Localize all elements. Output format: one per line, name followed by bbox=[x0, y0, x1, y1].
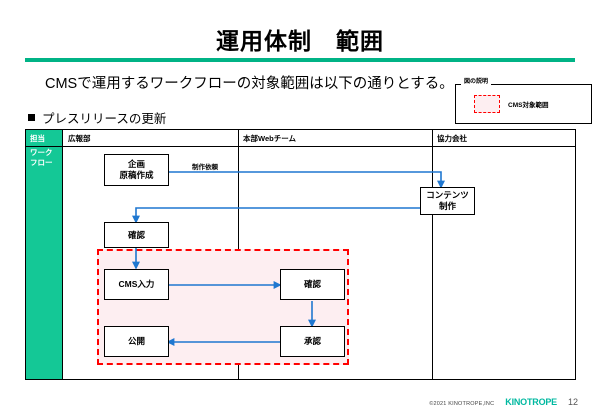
column-divider-2 bbox=[432, 130, 434, 379]
bullet-label: プレスリリースの更新 bbox=[42, 112, 167, 126]
title-divider bbox=[25, 58, 575, 62]
responsible-header-divider bbox=[26, 145, 63, 147]
page-number: 12 bbox=[567, 397, 578, 407]
workflow-table: 担当 ワーク フロー 広報部 本部Webチーム 協力会社 制作依頼 企画 原稿 bbox=[25, 129, 576, 380]
edge-label-seisaku-irai: 制作依頼 bbox=[192, 164, 218, 171]
flow-node-plan[interactable]: 企画 原稿作成 bbox=[104, 154, 169, 186]
square-bullet-icon bbox=[28, 114, 35, 121]
copyright-text: ©2021 KINOTROPE,INC bbox=[429, 401, 495, 407]
footer: ©2021 KINOTROPE,INC KINOTROPE 12 bbox=[429, 397, 578, 407]
legend-caption: 図の説明 bbox=[461, 78, 492, 86]
flow-node-content-production[interactable]: コンテンツ 制作 bbox=[420, 187, 475, 215]
column-header-koho: 広報部 bbox=[68, 134, 91, 143]
column-header-partner: 協力会社 bbox=[437, 134, 467, 143]
page-title: 運用体制 範囲 bbox=[216, 28, 384, 54]
brand-logo: KINOTROPE bbox=[505, 397, 557, 407]
flow-node-publish[interactable]: 公開 bbox=[104, 326, 169, 357]
lead-sentence: CMSで運用するワークフローの対象範囲は以下の通りとする。 bbox=[45, 76, 454, 92]
flow-node-check-webteam[interactable]: 確認 bbox=[280, 269, 345, 300]
legend-swatch-cms-scope bbox=[474, 95, 500, 113]
column-header-divider bbox=[63, 145, 575, 147]
column-header-webteam: 本部Webチーム bbox=[243, 134, 296, 143]
responsible-column: 担当 ワーク フロー bbox=[26, 130, 63, 379]
legend-box bbox=[455, 84, 592, 124]
flow-node-cms-input[interactable]: CMS入力 bbox=[104, 269, 169, 300]
legend-item-label: CMS対象範囲 bbox=[508, 102, 549, 109]
responsible-body-label: ワーク フロー bbox=[30, 148, 53, 167]
bullet-row: プレスリリースの更新 bbox=[28, 108, 166, 127]
flow-node-approve[interactable]: 承認 bbox=[280, 326, 345, 357]
flow-node-check-koho[interactable]: 確認 bbox=[104, 222, 169, 248]
responsible-header-label: 担当 bbox=[30, 134, 45, 143]
